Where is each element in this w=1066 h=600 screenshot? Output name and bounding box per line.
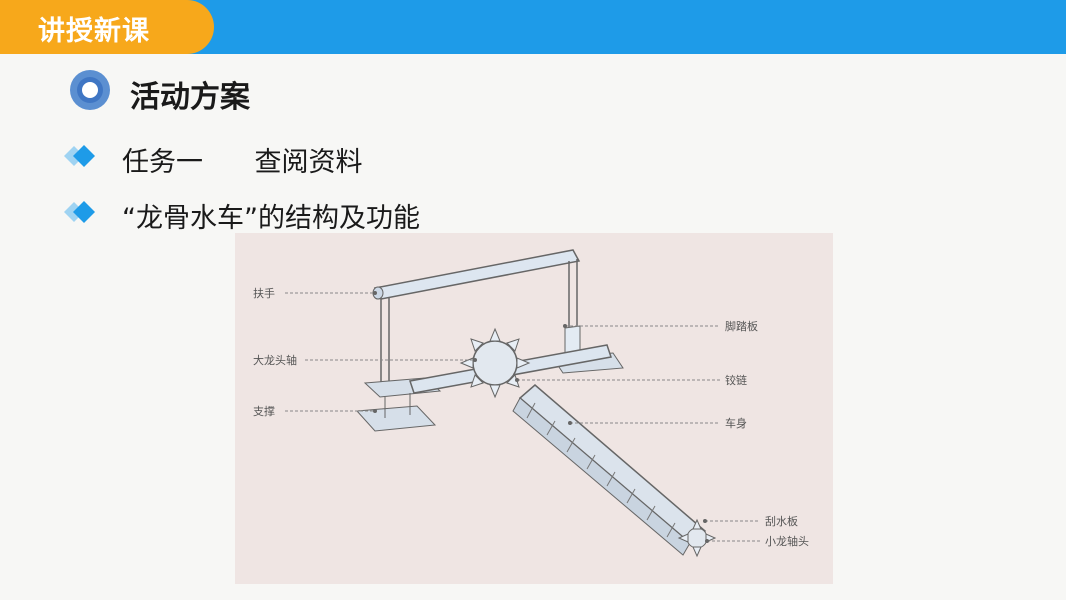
waterwheel-illustration: 扶手 大龙头轴 支撑 脚踏板 铰链 车身 刮水板 小龙轴头 xyxy=(253,249,809,558)
label-main-axle: 大龙头轴 xyxy=(253,353,297,367)
section-title: 活动方案 xyxy=(130,80,250,115)
waterwheel-diagram: 扶手 大龙头轴 支撑 脚踏板 铰链 车身 刮水板 小龙轴头 xyxy=(235,233,833,584)
label-body: 车身 xyxy=(725,416,747,430)
label-pedal: 脚踏板 xyxy=(725,319,758,333)
ring-icon xyxy=(70,70,110,110)
diamond-bullet-icon xyxy=(64,201,95,223)
label-scraper: 刮水板 xyxy=(765,514,798,528)
section-tab-label: 讲授新课 xyxy=(38,16,150,47)
label-support: 支撑 xyxy=(253,404,275,418)
label-small-axle: 小龙轴头 xyxy=(765,534,809,548)
label-hinge: 铰链 xyxy=(725,373,747,387)
section-tab: 讲授新课 xyxy=(0,0,214,54)
task-line: 任务一 查阅资料 xyxy=(122,147,363,178)
diamond-bullet-icon xyxy=(64,145,95,167)
topic-line: “龙骨水车”的结构及功能 xyxy=(122,203,420,234)
label-handrail: 扶手 xyxy=(253,286,275,300)
